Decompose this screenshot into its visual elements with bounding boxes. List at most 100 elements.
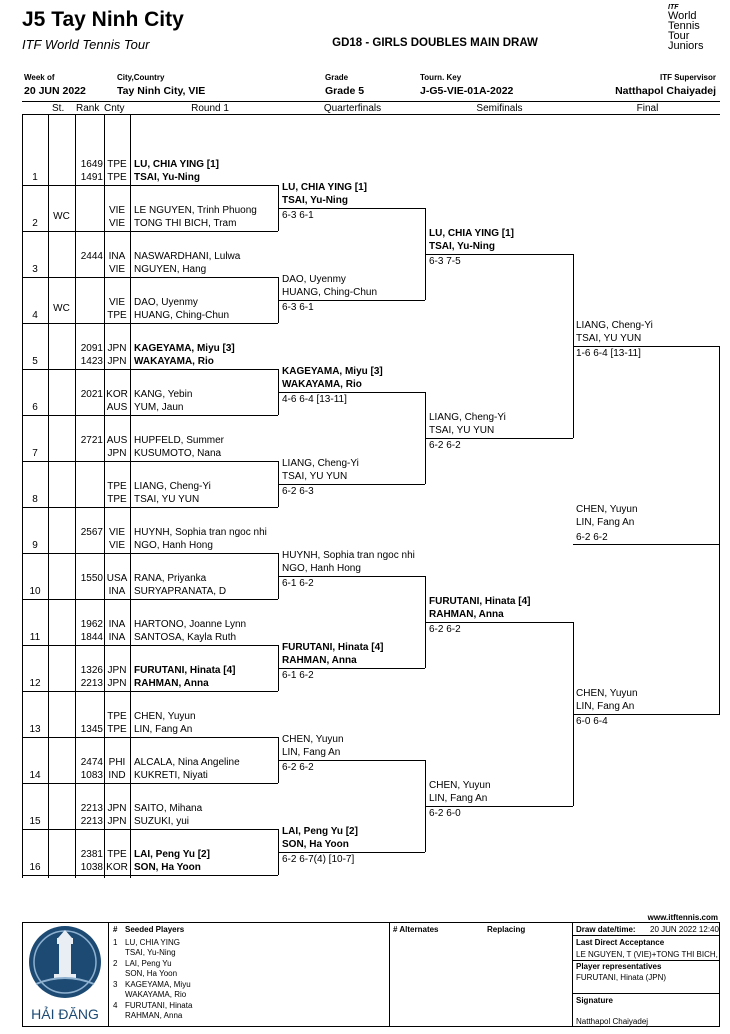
- grade-value: Grade 5: [325, 85, 365, 97]
- sf-player-1: LU, CHIA YING [1]: [429, 228, 515, 239]
- player-2-name: SURYAPRANATA, D: [134, 586, 227, 597]
- country-1: PHI: [108, 757, 126, 768]
- country-1: TPE: [107, 159, 127, 170]
- player-1-name: HARTONO, Joanne Lynn: [134, 619, 247, 630]
- sf-score: 6-2 6-2: [429, 440, 461, 451]
- country-1: INA: [108, 619, 126, 630]
- grade-label: Grade: [325, 73, 349, 82]
- player-1-name: SAITO, Mihana: [134, 803, 203, 814]
- rank-1: 2721: [80, 435, 103, 446]
- final-score: 6-0 6-4: [576, 716, 608, 727]
- rank-2: 1423: [80, 356, 103, 367]
- country-2: JPN: [107, 448, 127, 459]
- qf-player-1: DAO, Uyenmy: [282, 274, 346, 285]
- player-2-name: KUSUMOTO, Nana: [134, 448, 222, 459]
- qf-score: 6-2 6-3: [282, 486, 314, 497]
- itf-juniors-logo: ITF World Tennis Tour Juniors: [668, 4, 728, 52]
- alternates-title: # Alternates: [393, 925, 439, 934]
- qf-player-1: LAI, Peng Yu [2]: [282, 826, 358, 837]
- draw-position: 9: [32, 540, 38, 551]
- player-1-name: LAI, Peng Yu [2]: [134, 849, 210, 860]
- draw-position: 16: [29, 862, 41, 873]
- country-1: AUS: [106, 435, 128, 446]
- rank-1: 1649: [80, 159, 103, 170]
- header-rule: [22, 101, 720, 102]
- col-rank: Rank: [76, 103, 100, 114]
- supervisor-value: Natthapol Chaiyadej: [615, 85, 716, 97]
- sf-player-1: CHEN, Yuyun: [429, 780, 491, 791]
- country-2: TPE: [107, 494, 127, 505]
- draw-position: 4: [32, 310, 38, 321]
- country-2: IND: [108, 770, 126, 781]
- country-1: USA: [106, 573, 128, 584]
- qf-player-1: KAGEYAMA, Miyu [3]: [282, 366, 383, 377]
- country-1: JPN: [107, 803, 127, 814]
- country-1: TPE: [107, 711, 127, 722]
- player-1-name: FURUTANI, Hinata [4]: [134, 665, 236, 676]
- rank-1: 2444: [80, 251, 103, 262]
- qf-score: 4-6 6-4 [13-11]: [282, 394, 347, 405]
- week-value: 20 JUN 2022: [24, 85, 86, 97]
- qf-score: 6-2 6-2: [282, 762, 314, 773]
- draw-position: 8: [32, 494, 38, 505]
- tour-subtitle: ITF World Tennis Tour: [22, 37, 150, 52]
- sf-player-2: RAHMAN, Anna: [429, 609, 504, 620]
- player-1-name: CHEN, Yuyun: [134, 711, 196, 722]
- rank-2: 1083: [80, 770, 103, 781]
- country-2: JPN: [107, 816, 127, 827]
- champion-player-2: LIN, Fang An: [576, 517, 635, 528]
- sf-player-1: FURUTANI, Hinata [4]: [429, 596, 531, 607]
- player-1-name: KAGEYAMA, Miyu [3]: [134, 343, 235, 354]
- itf-url[interactable]: www.itftennis.com: [647, 913, 718, 922]
- player-2-name: SANTOSA, Kayla Ruth: [134, 632, 237, 643]
- rank-1: 2213: [80, 803, 103, 814]
- col-semifinals: Semifinals: [476, 103, 523, 114]
- seed-player-b: WAKAYAMA, Rio: [125, 990, 187, 999]
- rank-1: 2567: [80, 527, 103, 538]
- sf-score: 6-2 6-0: [429, 808, 461, 819]
- player-2-name: NGUYEN, Hang: [134, 264, 207, 275]
- rank-2: 1038: [80, 862, 103, 873]
- seed-number: 1: [113, 938, 118, 947]
- col-st: St.: [52, 103, 65, 114]
- country-2: VIE: [108, 540, 126, 551]
- country-1: VIE: [108, 205, 126, 216]
- country-1: JPN: [107, 665, 127, 676]
- player-2-name: NGO, Hanh Hong: [134, 540, 213, 551]
- draw-date-label: Draw date/time:: [576, 925, 636, 934]
- sf-player-2: TSAI, Yu-Ning: [429, 241, 495, 252]
- entry-status: WC: [53, 211, 70, 222]
- seed-player-a: KAGEYAMA, Miyu: [125, 980, 191, 989]
- sf-player-2: TSAI, YU YUN: [429, 425, 495, 436]
- player-2-name: TSAI, YU YUN: [134, 494, 200, 505]
- rank-1: 1326: [80, 665, 103, 676]
- draw-position: 1: [32, 172, 38, 183]
- seed-player-a: LAI, Peng Yu: [125, 959, 172, 968]
- entry-status: WC: [53, 303, 70, 314]
- hai-dang-text: HẢI ĐĂNG: [31, 1006, 99, 1022]
- rank-2: 1844: [80, 632, 103, 643]
- player-2-name: HUANG, Ching-Chun: [134, 310, 230, 321]
- country-2: INA: [108, 632, 126, 643]
- final-player-1: CHEN, Yuyun: [576, 688, 638, 699]
- qf-player-2: HUANG, Ching-Chun: [282, 287, 378, 298]
- qf-player-1: HUYNH, Sophia tran ngoc nhi: [282, 550, 415, 561]
- qf-player-2: LIN, Fang An: [282, 747, 341, 758]
- sf-score: 6-3 7-5: [429, 256, 461, 267]
- replacing-title: Replacing: [487, 925, 526, 934]
- rank-1: 2474: [80, 757, 103, 768]
- qf-player-2: NGO, Hanh Hong: [282, 563, 361, 574]
- signature-value: Natthapol Chaiyadej: [576, 1017, 649, 1026]
- champion-player-1: CHEN, Yuyun: [576, 504, 638, 515]
- seed-number: 4: [113, 1001, 118, 1010]
- final-score: 1-6 6-4 [13-11]: [576, 348, 641, 359]
- col-round1: Round 1: [191, 103, 229, 114]
- player-1-name: ALCALA, Nina Angeline: [134, 757, 240, 768]
- country-2: VIE: [108, 264, 126, 275]
- player-1-name: NASWARDHANI, Lulwa: [134, 251, 241, 262]
- player-2-name: SUZUKI, yui: [134, 816, 190, 827]
- player-reps-value: FURUTANI, Hinata (JPN): [576, 973, 667, 982]
- col-quarterfinals: Quarterfinals: [323, 103, 382, 114]
- qf-score: 6-1 6-2: [282, 670, 314, 681]
- final-player-2: LIN, Fang An: [576, 701, 635, 712]
